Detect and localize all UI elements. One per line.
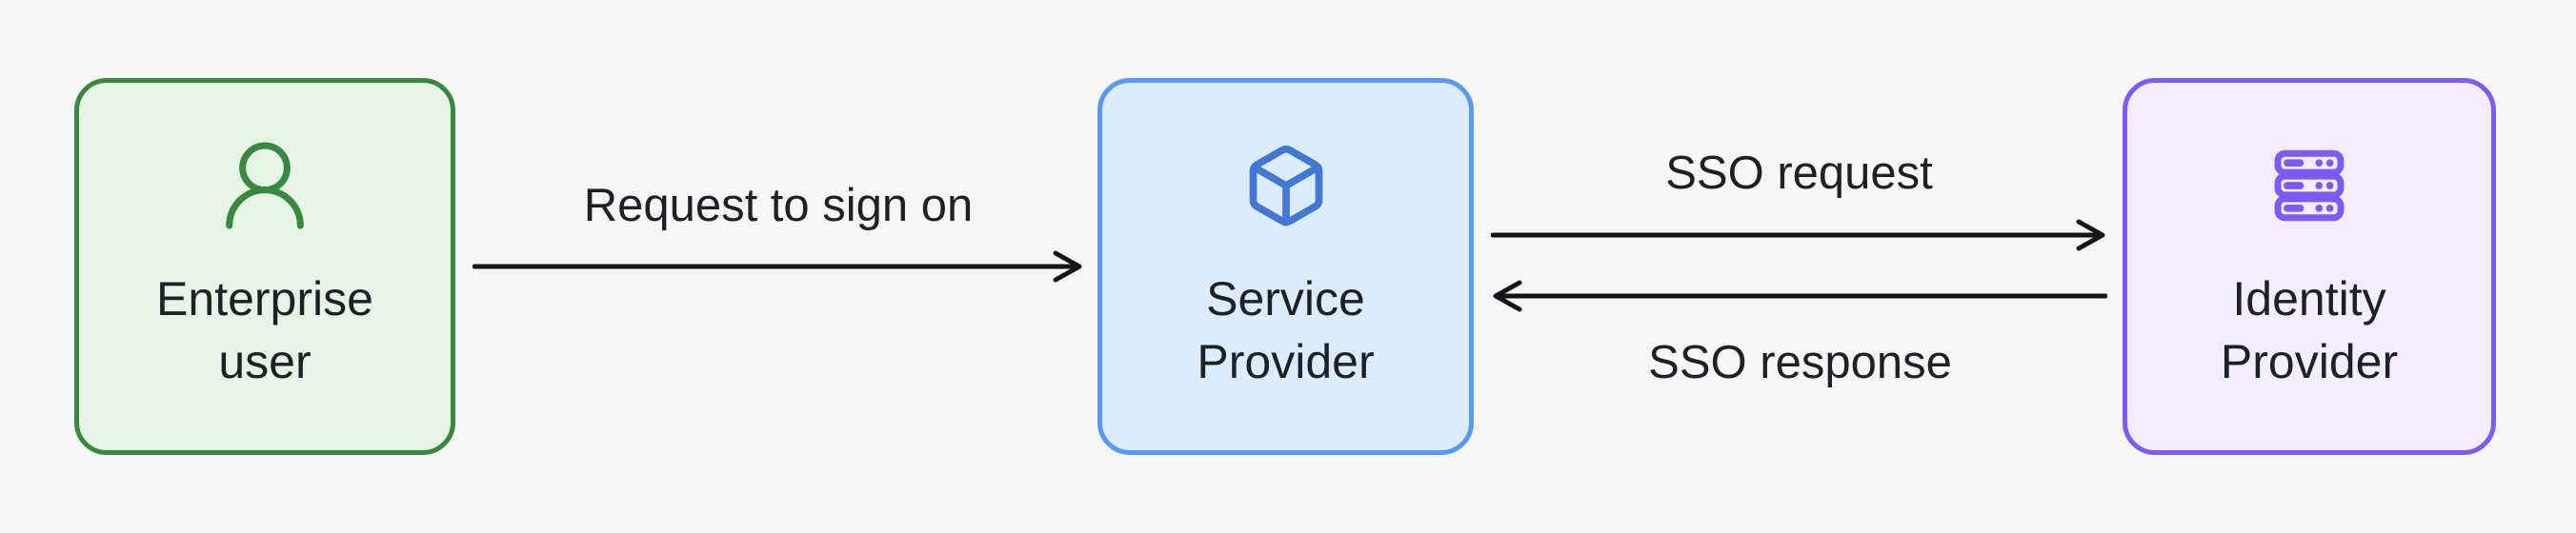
node-identity-provider: Identity Provider (2123, 78, 2496, 455)
arrow-right-icon (1491, 219, 2105, 251)
edge-label-sso-request: SSO request (1665, 148, 1933, 199)
user-icon (226, 142, 304, 229)
node-icon-slot (1242, 136, 1330, 235)
node-label-service-provider: Service Provider (1197, 272, 1375, 388)
arrow-right-icon (473, 250, 1082, 283)
node-label-enterprise-user: Enterprise user (156, 272, 373, 388)
cube-icon (1249, 145, 1322, 227)
node-icon-slot (211, 136, 318, 235)
edge-label-request-to-sign-on: Request to sign on (583, 180, 974, 231)
edge-label-sso-response: SSO response (1648, 337, 1952, 388)
node-label-identity-provider: Identity Provider (2220, 272, 2399, 388)
server-rack-icon (2274, 149, 2345, 222)
node-service-provider: Service Provider (1097, 78, 1474, 455)
arrow-left-icon (1493, 280, 2107, 312)
edge-sso-request: SSO request (1491, 114, 2107, 286)
node-enterprise-user: Enterprise user (74, 78, 455, 455)
node-icon-slot (2267, 136, 2351, 235)
edge-request-to-sign-on: Request to sign on (473, 143, 1084, 305)
edge-sso-response: SSO response (1493, 279, 2107, 431)
